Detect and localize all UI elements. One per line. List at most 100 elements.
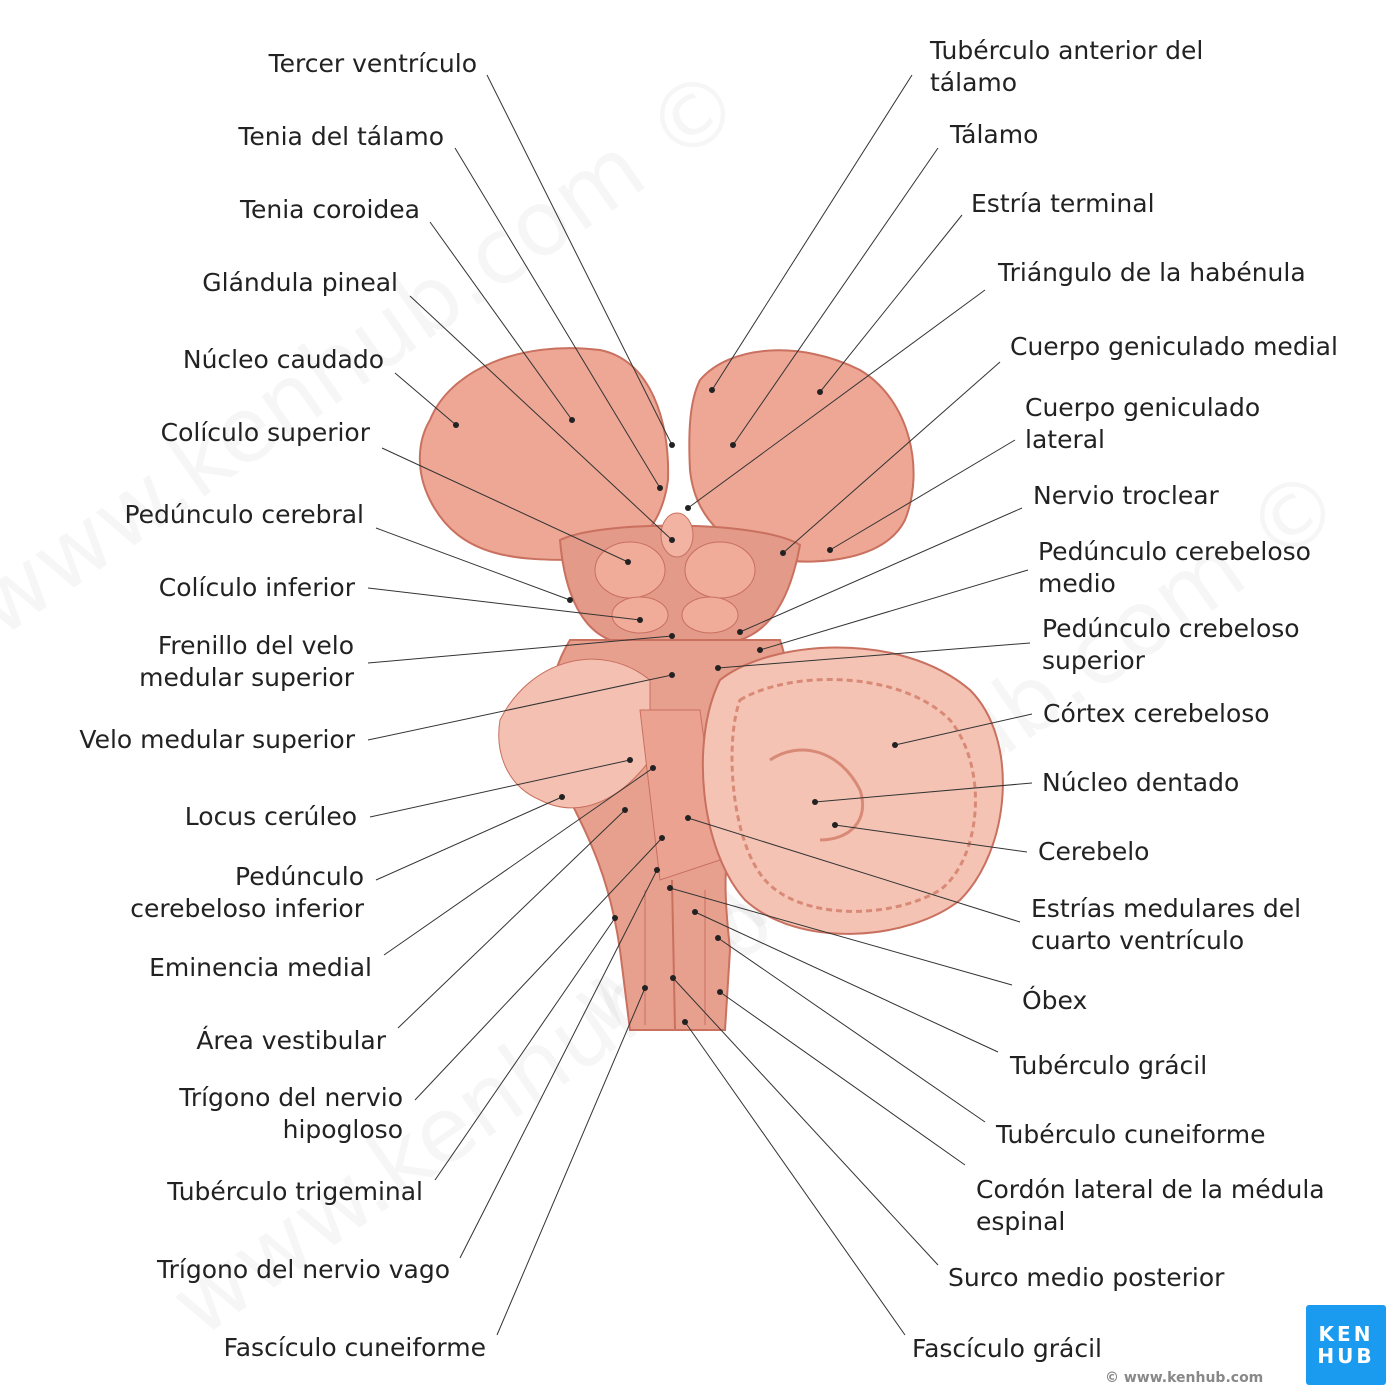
leader-line: [375, 527, 571, 601]
label-text: Surco medio posterior: [948, 1263, 1225, 1292]
leader-dot: [757, 647, 763, 653]
label-text: Trígono del nervio vago: [157, 1255, 450, 1284]
label-text: Colículo superior: [160, 418, 370, 447]
leader-line: [894, 713, 1033, 746]
leader-dot: [709, 387, 715, 393]
label-text: tálamo: [930, 68, 1018, 97]
leader-dot: [832, 822, 838, 828]
leader-line: [429, 221, 573, 421]
label-right: Fascículo grácil: [912, 1333, 1102, 1365]
leader-dot: [669, 442, 675, 448]
label-right: Surco medio posterior: [948, 1262, 1224, 1294]
leader-dot: [737, 629, 743, 635]
label-left: Pedúnculo cerebral: [124, 499, 364, 531]
label-left: Fascículo cuneiforme: [224, 1332, 486, 1364]
label-text: Pedúnculo cerebeloso: [1038, 537, 1311, 566]
label-text: Tercer ventrículo: [268, 49, 477, 78]
leader-line: [694, 911, 999, 1053]
midbrain: [558, 512, 802, 641]
label-text: Glándula pineal: [202, 268, 398, 297]
leader-line: [684, 1021, 906, 1336]
leader-dot: [685, 815, 691, 821]
label-right: Triángulo de la habénula: [998, 257, 1306, 289]
label-right: Pedúnculo cerebeloso medio: [1038, 536, 1311, 600]
leader-line: [717, 937, 986, 1123]
leader-dot: [612, 915, 618, 921]
label-text: hipogloso: [282, 1115, 403, 1144]
leader-dot: [667, 885, 673, 891]
label-text: Fascículo grácil: [912, 1334, 1103, 1363]
leader-line: [367, 635, 673, 664]
label-text: Tálamo: [950, 120, 1039, 149]
label-text: Pedúnculo cerebral: [124, 500, 364, 529]
label-text: Estría terminal: [971, 189, 1155, 218]
label-left: Tubérculo trigeminal: [167, 1176, 423, 1208]
label-text: espinal: [976, 1207, 1066, 1236]
label-text: Cordón lateral de la médula: [976, 1175, 1325, 1204]
label-text: Estrías medulares del: [1031, 894, 1302, 923]
leader-dot: [569, 417, 575, 423]
label-text: Óbex: [1022, 986, 1088, 1015]
label-left: Trígono del nervio hipogloso: [179, 1082, 403, 1146]
label-left: Frenillo del velo medular superior: [139, 630, 354, 694]
leader-line: [719, 991, 966, 1166]
leader-line: [687, 289, 986, 509]
cerebellum: [701, 646, 1004, 935]
kenhub-logo: KEN HUB: [1306, 1305, 1386, 1385]
leader-dot: [637, 617, 643, 623]
leader-dot: [730, 442, 736, 448]
leader-dot: [650, 765, 656, 771]
label-text: Tenia del tálamo: [238, 122, 444, 151]
leader-dot: [780, 550, 786, 556]
leader-line: [732, 147, 939, 446]
label-text: medular superior: [139, 663, 354, 692]
leader-dot: [682, 1019, 688, 1025]
label-left: Trígono del nervio vago: [157, 1254, 450, 1286]
label-text: Frenillo del velo: [157, 631, 354, 660]
leader-line: [367, 674, 673, 741]
label-left: Glándula pineal: [202, 267, 398, 299]
copyright: © www.kenhub.com: [1105, 1370, 1264, 1386]
thalamus-right: [688, 349, 915, 563]
leader-dot: [625, 559, 631, 565]
leader-line: [759, 569, 1029, 651]
leader-line: [829, 439, 1016, 551]
label-left: Tenia del tálamo: [238, 121, 444, 153]
label-text: medio: [1038, 569, 1116, 598]
label-right: Óbex: [1022, 985, 1087, 1017]
leader-line: [782, 361, 1001, 554]
logo-line1: KEN: [1318, 1322, 1374, 1346]
leader-line: [669, 887, 1013, 986]
leader-dot: [642, 985, 648, 991]
leader-dot: [622, 807, 628, 813]
label-right: Cordón lateral de la médula espinal: [976, 1174, 1325, 1238]
leader-line: [486, 74, 673, 446]
leader-line: [496, 987, 646, 1336]
leader-dot: [685, 505, 691, 511]
leader-line: [814, 782, 1033, 803]
leader-dot: [453, 422, 459, 428]
label-left: Locus cerúleo: [185, 801, 357, 833]
label-text: Área vestibular: [196, 1026, 386, 1055]
thalamus-left: [418, 347, 670, 562]
label-text: Triángulo de la habénula: [998, 258, 1306, 287]
label-text: Velo medular superior: [79, 725, 355, 754]
leader-line: [381, 447, 629, 563]
label-text: Pedúnculo crebeloso: [1042, 614, 1300, 643]
label-left: Área vestibular: [196, 1025, 386, 1057]
label-text: Trígono del nervio: [179, 1083, 403, 1112]
label-right: Tubérculo cuneiforme: [996, 1119, 1266, 1151]
label-text: cerebeloso inferior: [130, 894, 364, 923]
leader-dot: [659, 835, 665, 841]
leader-line: [394, 372, 457, 426]
label-text: Cerebelo: [1038, 837, 1150, 866]
label-right: Cuerpo geniculado medial: [1010, 331, 1338, 363]
label-left: Eminencia medial: [149, 952, 372, 984]
logo-line2: HUB: [1317, 1344, 1375, 1368]
leader-line: [739, 507, 1023, 633]
leader-line: [687, 817, 1021, 923]
leader-dot: [657, 485, 663, 491]
